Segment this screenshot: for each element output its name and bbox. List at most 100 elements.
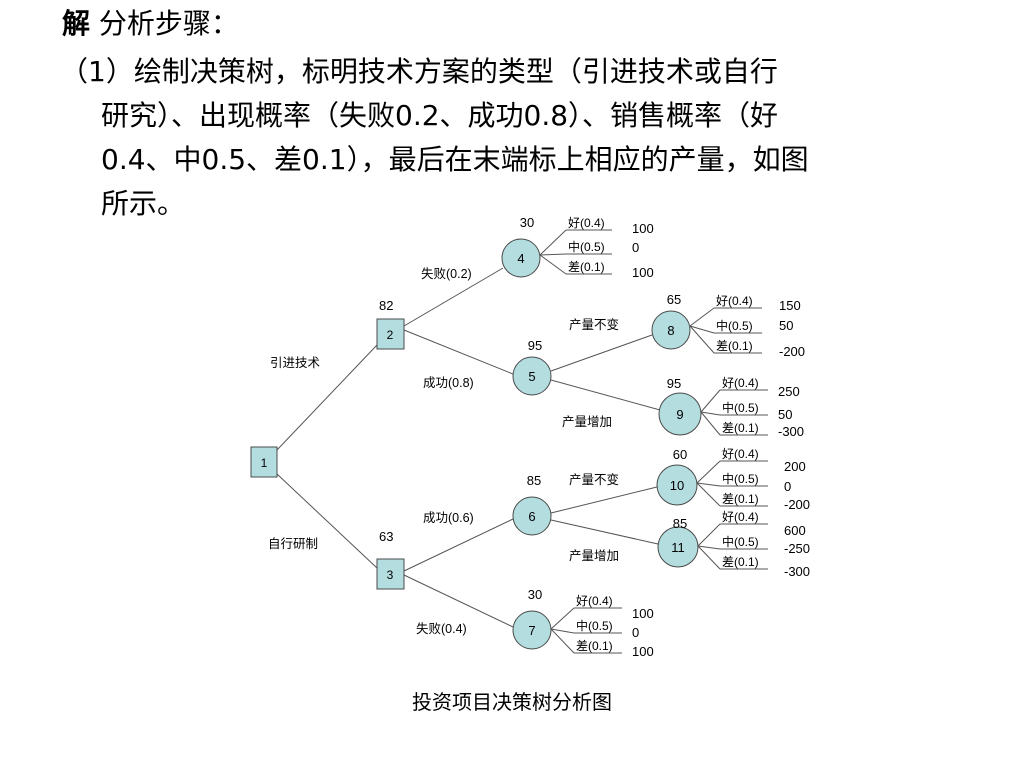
outcome-edge [697,545,721,570]
outcome-edge [539,253,567,256]
chance-node-circle [501,238,541,278]
outcome-edge [689,325,715,354]
decision-node-box [250,446,278,478]
node-value: 85 [527,473,541,488]
node-id: 7 [528,623,535,638]
node-value: 95 [528,338,542,353]
outcome-edge [696,460,721,484]
branch-label: 产量增加 [569,548,619,563]
chance-node-circle [657,526,699,568]
branch-labels: 引进技术 自行研制 失败(0.2) 成功(0.8) 成功(0.6) 失败(0.4… [268,266,619,636]
node-id: 1 [261,456,268,470]
node-value: 85 [673,516,687,531]
outcome-groups: 好(0.4)100中(0.5)0差(0.1)100好(0.4)150中(0.5)… [539,216,810,659]
outcome-edge [696,482,721,507]
heading-rest: 分析步骤： [90,7,239,40]
outcome-label: 差(0.1) [722,421,759,435]
branch-label: 产量增加 [562,414,612,429]
chance-node: 11 85 [657,516,699,568]
tree-edge [550,334,653,372]
heading-bold: 解 [62,7,91,40]
outcome-value: 0 [632,240,639,255]
outcome-edge [689,307,715,327]
outcome-edge [550,628,575,654]
chance-node-circle [656,464,698,506]
tree-edges [276,267,661,628]
outcome-label: 差(0.1) [722,492,759,506]
branch-label: 自行研制 [268,537,318,551]
tree-edge [403,329,514,375]
node-value: 30 [520,215,534,230]
outcome-value: 100 [632,606,654,621]
outcome-label: 好(0.4) [722,510,759,524]
node-id: 9 [676,407,683,422]
outcome-label: 中(0.5) [576,618,613,633]
node-value: 65 [667,292,681,307]
outcome-value: -250 [784,541,810,556]
outcome-value: 150 [779,298,801,313]
outcome-value: 0 [784,479,791,494]
node-id: 3 [387,568,394,582]
tree-edge [276,473,378,569]
chance-node: 9 95 [658,376,702,436]
chance-node-circle [651,310,691,350]
outcome-edge [697,523,721,547]
branch-label: 成功(0.6) [423,511,474,525]
decision-node: 3 63 [376,529,405,590]
node-value: 60 [673,447,687,462]
outcome-edge [700,411,721,436]
outcome-value: 50 [779,318,793,333]
outcome-label: 中(0.5) [722,534,759,549]
outcome-label: 中(0.5) [568,239,605,254]
outcome-edge [539,229,567,256]
outcome-value: -300 [784,564,810,579]
heading: 解 分析步骤： [62,4,239,44]
node-id: 2 [387,328,394,342]
tree-edge [403,267,504,327]
outcome-value: 250 [778,384,800,399]
outcome-value: 100 [632,644,654,659]
branch-label: 引进技术 [270,356,321,370]
paragraph-line: 研究）、出现概率（失败0.2、成功0.8）、销售概率（好 [101,99,779,132]
node-id: 6 [528,509,535,524]
tree-edge [550,519,659,545]
node-id: 10 [670,478,684,493]
diagram-caption: 投资项目决策树分析图 [412,690,612,714]
chance-node-circle [658,392,702,436]
outcome-label: 差(0.1) [722,555,759,569]
chance-node: 4 30 [501,215,541,278]
paragraph-line: （1）绘制决策树，标明技术方案的类型（引进技术或自行 [60,55,778,88]
paragraph-line: 0.4、中0.5、差0.1），最后在末端标上相应的产量，如图 [101,143,809,176]
decision-node: 1 [250,446,278,478]
tree-edge [276,344,378,451]
outcome-label: 差(0.1) [568,260,605,274]
node-id: 8 [667,323,674,338]
outcome-label: 好(0.4) [568,216,605,230]
outcome-label: 好(0.4) [722,447,759,461]
outcome-value: -200 [779,344,805,359]
outcome-edge [700,411,721,416]
chance-node-circle [512,356,552,396]
outcome-label: 中(0.5) [722,400,759,415]
paragraph-line: 所示。 [101,187,186,220]
outcome-label: 好(0.4) [576,594,613,608]
decision-node-box [376,318,405,350]
chance-node: 6 85 [512,473,552,536]
outcome-edge [550,607,575,630]
outcome-value: -200 [784,497,810,512]
paragraph: （1）绘制决策树，标明技术方案的类型（引进技术或自行 研究）、出现概率（失败0.… [60,50,960,226]
tree-edge [403,574,514,628]
outcome-value: 600 [784,523,806,538]
node-value: 30 [528,587,542,602]
node-value: 63 [379,529,393,544]
outcome-edge [539,254,567,275]
branch-label: 产量不变 [569,472,619,487]
outcome-label: 好(0.4) [716,294,753,308]
outcome-edge [697,545,721,550]
outcome-edge [696,482,721,487]
decision-node: 2 82 [376,298,405,350]
outcome-label: 中(0.5) [722,471,759,486]
outcome-label: 中(0.5) [716,318,753,333]
